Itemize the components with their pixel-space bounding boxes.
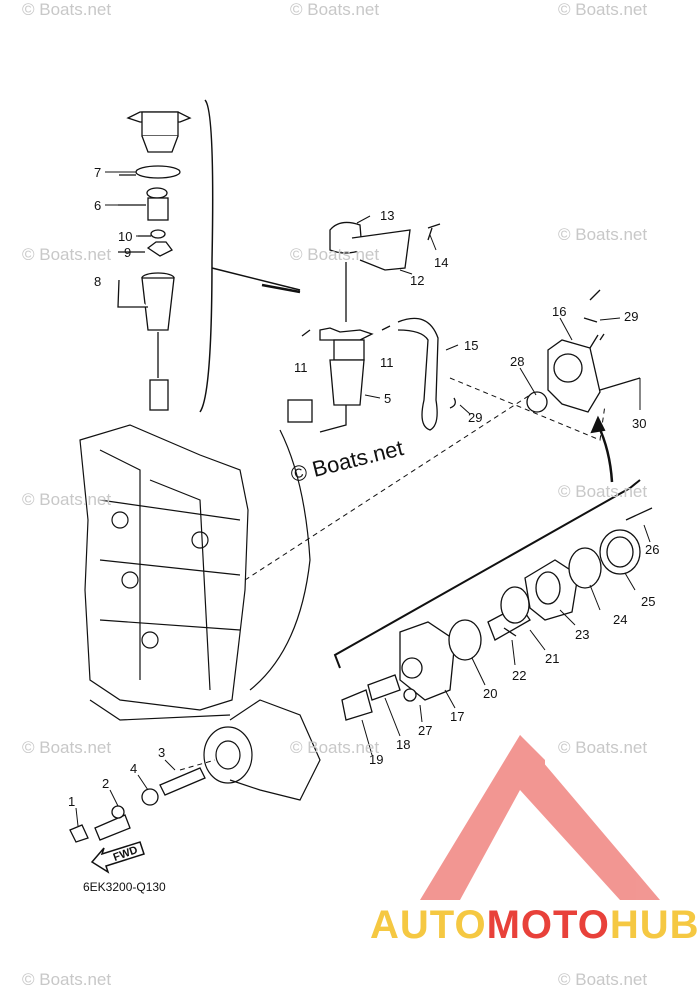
part-code: 6EK3200-Q130 [83,880,166,894]
callout-23: 23 [575,627,590,642]
callout-5: 5 [384,391,392,406]
callout-30: 30 [632,416,647,431]
callout-17: 17 [450,709,465,724]
callout-24: 24 [613,612,628,627]
pump-components [341,507,653,721]
dashed-guides [179,377,606,771]
watermark: © Boats.net [22,0,112,19]
top-bracket [199,99,301,413]
fuel-filter-5 [287,221,441,433]
watermark: © Boats.net [22,245,112,264]
callout-15: 15 [464,338,479,353]
callout-6: 6 [94,198,102,213]
watermark: © Boats.net [290,738,380,757]
fuel-filter-assembly [117,111,192,411]
watermark: © Boats.net [558,738,648,757]
callout-27: 27 [418,723,433,738]
callout-20: 20 [483,686,498,701]
powerhead-block [79,424,249,721]
callout-11-right: 11 [380,355,394,370]
inlet-fittings [69,767,206,843]
watermark: © Boats.net [558,482,648,501]
fuel-hose-15 [397,317,456,431]
callout-8: 8 [94,274,102,289]
watermark: © Boats.net [558,970,648,989]
callout-2: 2 [102,776,110,791]
fuel-pump-16 [526,289,641,413]
logo-auto: AUTO [370,903,487,947]
callout-1: 1 [68,794,76,809]
callout-10: 10 [118,229,133,244]
callout-28: 28 [510,354,525,369]
bottom-bracket [333,415,641,669]
callout-4: 4 [130,761,138,776]
watermark: © Boats.net [558,0,648,19]
fwd-arrow [90,841,145,874]
callout-9: 9 [124,245,132,260]
callout-13: 13 [380,208,395,223]
callout-16: 16 [552,304,567,319]
callout-18: 18 [396,737,411,752]
callout-12: 12 [410,273,425,288]
callout-19: 19 [369,752,384,767]
lower-housing [203,429,321,801]
callout-11-left: 11 [294,360,308,375]
logo-hub: HUB [609,903,698,947]
logo-moto: MOTO [486,903,610,947]
watermark: © Boats.net [22,490,112,509]
watermark: © Boats.net [22,738,112,757]
callout-29-top: 29 [624,309,639,324]
automotohub-logo: AUTOMOTOHUB [370,903,698,948]
callout-21: 21 [545,651,560,666]
automotohub-logo-mark [420,735,660,900]
callout-26: 26 [645,542,660,557]
callout-3: 3 [158,745,166,760]
callout-22: 22 [512,668,527,683]
watermark: © Boats.net [290,0,380,19]
leader-lines [75,171,651,827]
callout-7: 7 [94,165,102,180]
watermark: © Boats.net [22,970,112,989]
callout-25: 25 [641,594,656,609]
callout-29-bottom: 29 [468,410,483,425]
callout-14: 14 [434,255,449,270]
watermark: © Boats.net [558,225,648,244]
watermark: © Boats.net [290,245,380,264]
